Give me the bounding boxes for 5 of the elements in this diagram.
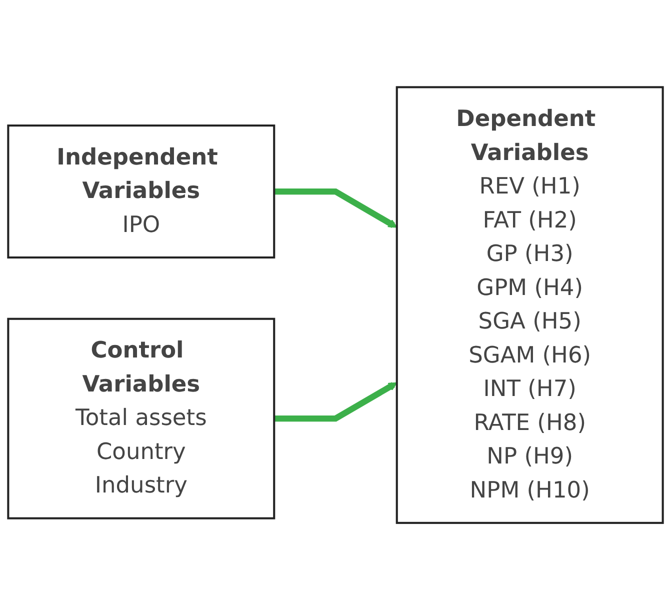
node-box: Dependent Variables REV (H1) FAT (H2) GP (H3) GPM (H4) SGA (H5) SGAM (H6) INT (H7) RATE (H8) NP (H9) NPM (H10) bbox=[396, 86, 664, 524]
node-box: Independent Variables IPO bbox=[7, 124, 276, 258]
arrow bbox=[274, 382, 398, 422]
node-box: Control Variables Total assets Country Industry bbox=[7, 318, 276, 520]
arrow bbox=[274, 188, 398, 228]
